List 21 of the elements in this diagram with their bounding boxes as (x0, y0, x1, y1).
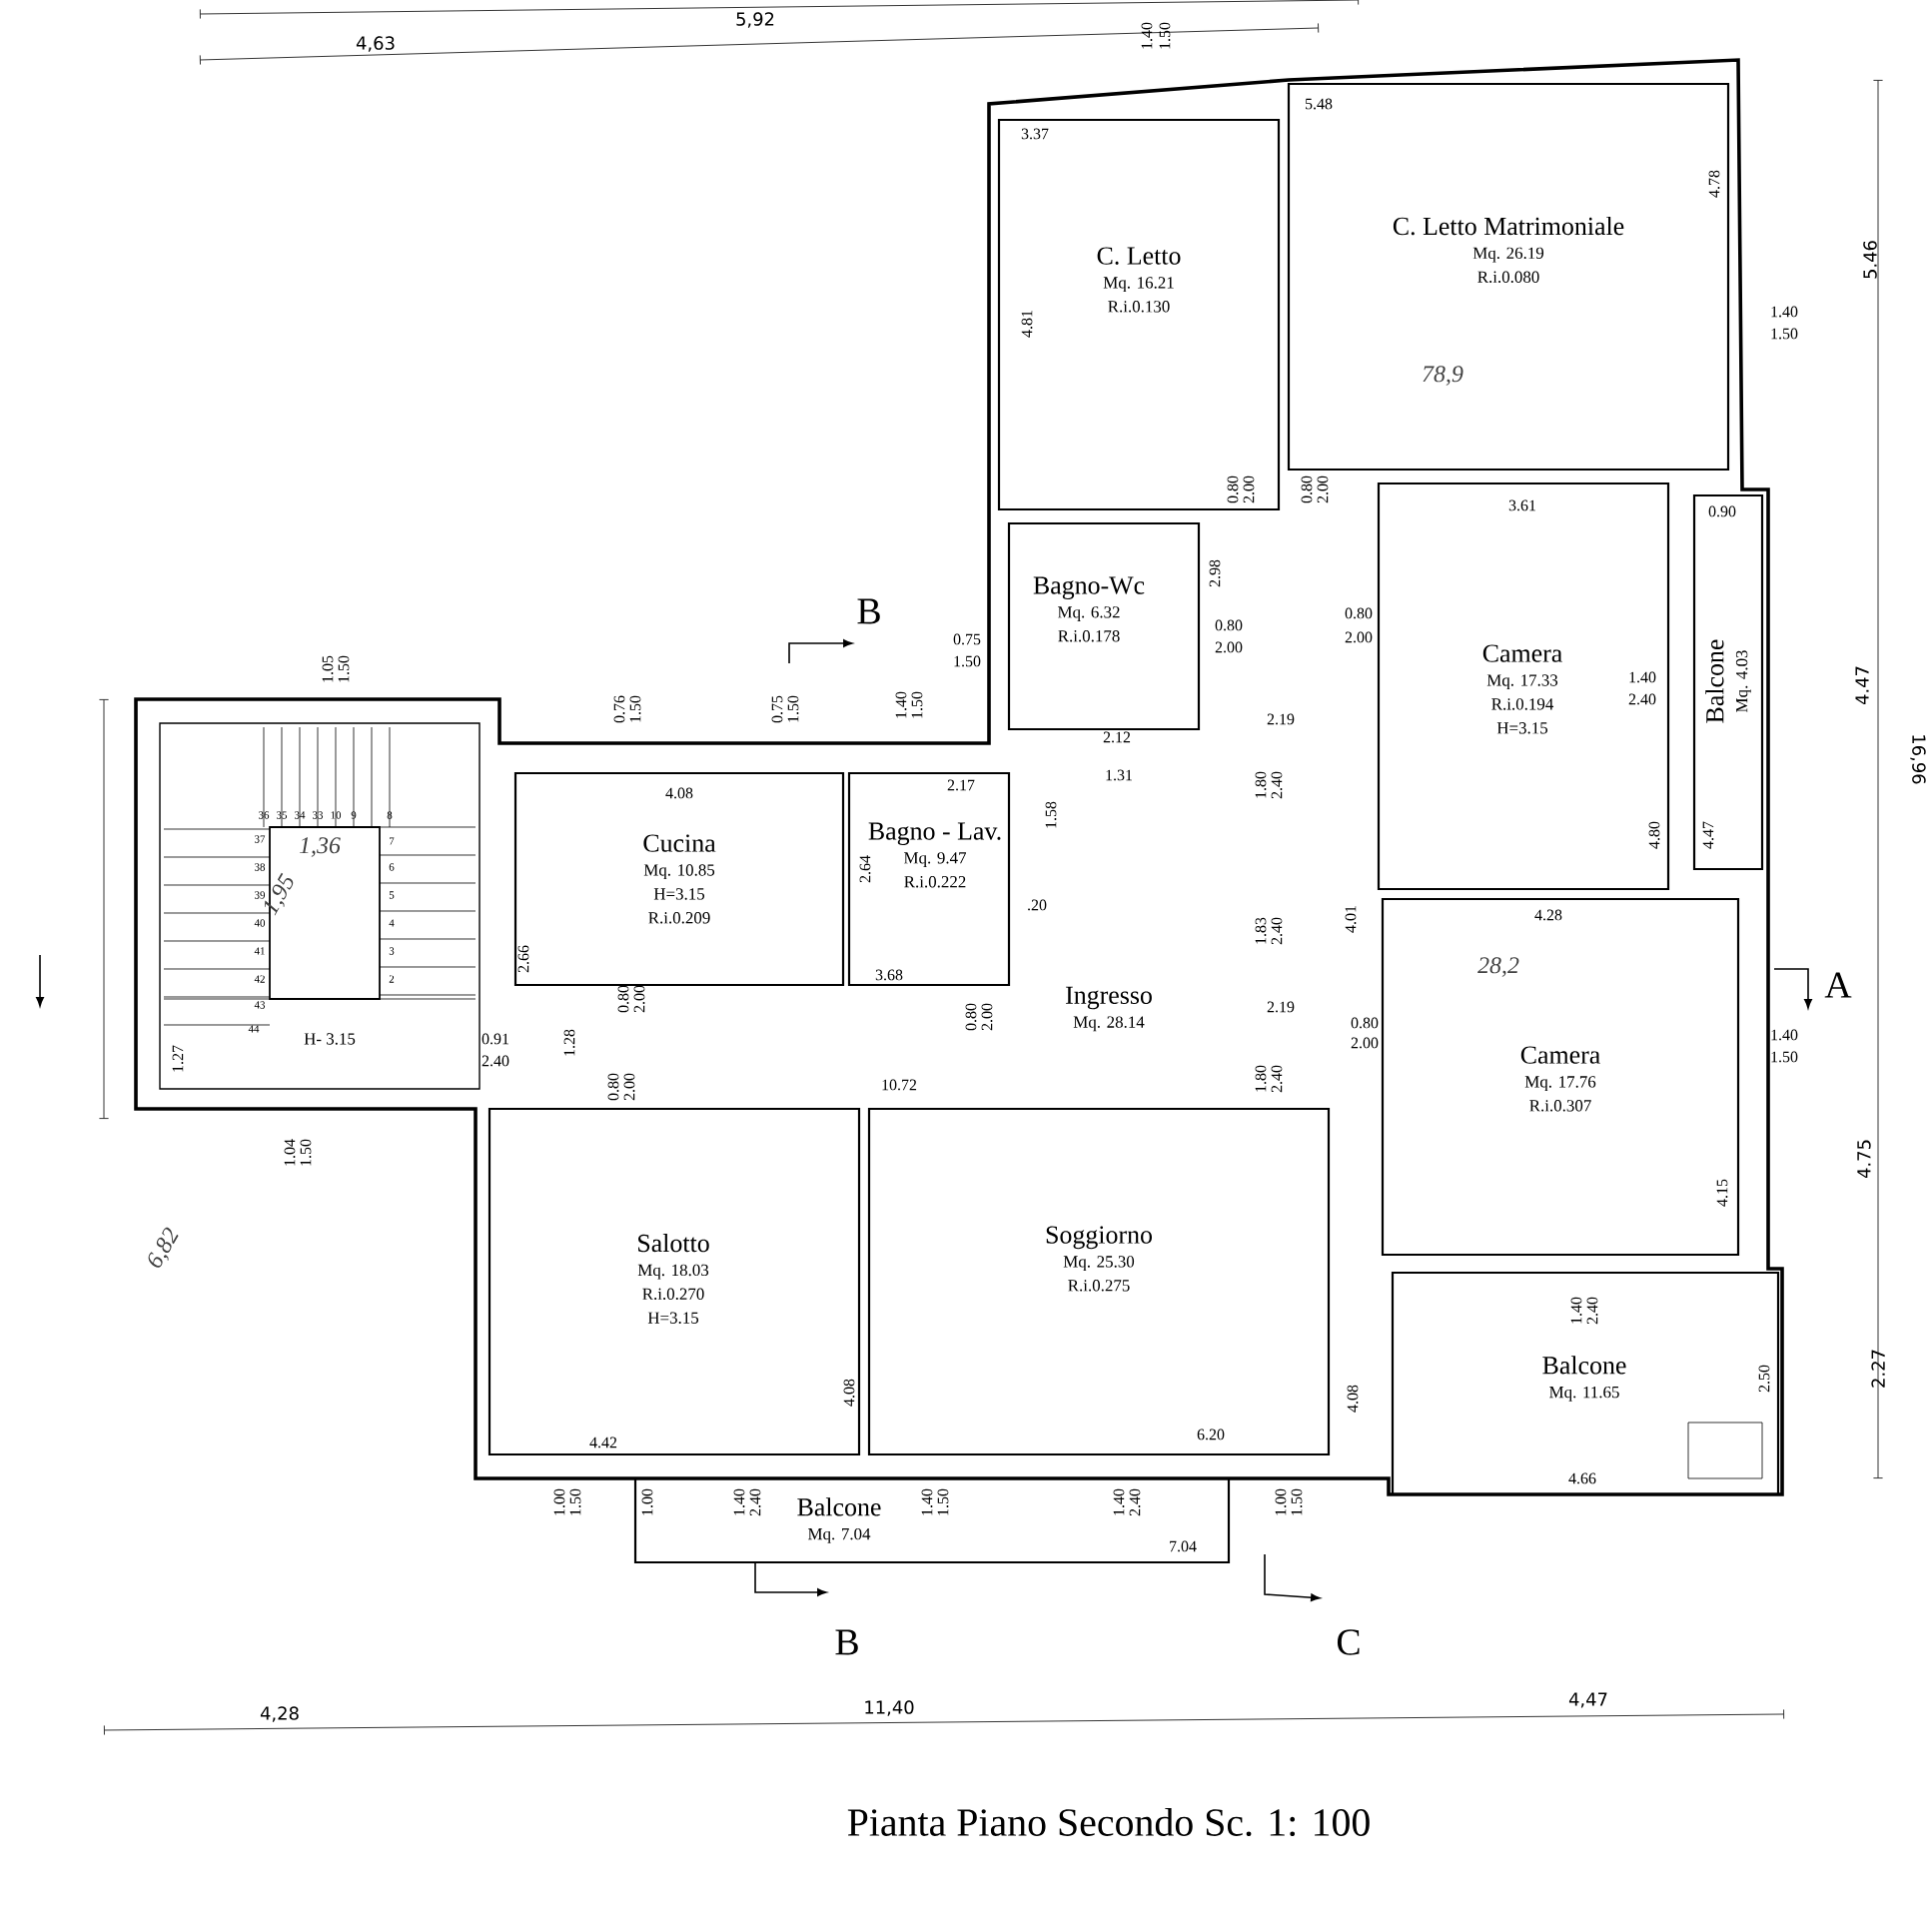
dimension-text: 4.47 (1855, 666, 1869, 705)
handwritten-note: 28,2 (1477, 957, 1519, 977)
section-letter: C (1337, 1629, 1360, 1655)
room-label: Ingresso Mq. 28.14 (1066, 986, 1152, 1032)
dimension-text: 11,40 (865, 1700, 914, 1716)
handwritten-note: 78,9 (1423, 366, 1463, 386)
dimension-text: 4,28 (260, 1706, 299, 1722)
section-letter: B (857, 598, 880, 624)
section-letter: A (1824, 972, 1852, 998)
section-letter: B (835, 1629, 858, 1655)
dimension-text: 5,92 (736, 12, 774, 28)
dimension-text: 4,47 (1568, 1692, 1607, 1708)
dimension-text: 2.27 (1871, 1350, 1885, 1388)
dimension-text: 16,96 (1910, 735, 1926, 784)
dimension-text: 5.46 (1863, 241, 1877, 279)
title: Pianta Piano Secondo Sc. 1: 100 (847, 1807, 1370, 1837)
room-label: H- 3.15 (304, 1033, 356, 1045)
room: Bagno-Wc Mq. 6.32 R.i.0.178 (1007, 521, 1201, 731)
dimension-text: 4,63 (356, 36, 395, 52)
dimension-text: 4.75 (1857, 1140, 1871, 1179)
handwritten-note: 1,36 (299, 837, 341, 857)
